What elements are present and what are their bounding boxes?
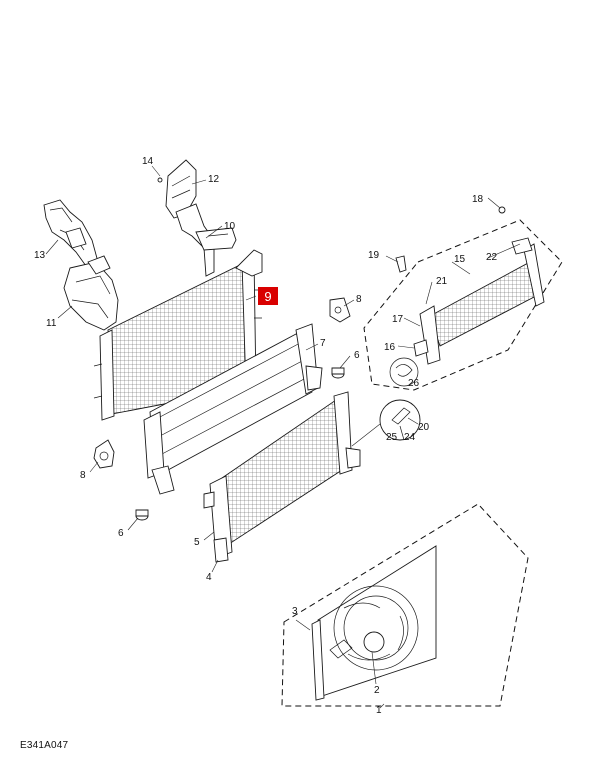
- bracket-mount-8-left: [93, 439, 115, 469]
- hose-connector-detail: [351, 399, 421, 447]
- callout-24: 24: [404, 432, 416, 443]
- callout-18: 18: [472, 194, 484, 205]
- callout-14: 14: [142, 156, 154, 167]
- callout-12: 12: [208, 174, 220, 185]
- callout-6-left: 6: [118, 528, 124, 539]
- callout-2: 2: [374, 685, 380, 696]
- callout-22: 22: [486, 252, 498, 263]
- callout-10: 10: [224, 221, 236, 232]
- callout-7: 7: [320, 338, 326, 349]
- bracket-mount-8-right: [329, 297, 351, 323]
- callout-21: 21: [436, 276, 448, 287]
- highlight-box: [258, 287, 278, 305]
- charge-air-cooler: [143, 323, 323, 495]
- rubber-mount-6-right: [331, 367, 345, 379]
- callout-8-left: 8: [80, 470, 86, 481]
- callout-3: 3: [292, 606, 298, 617]
- callout-5: 5: [194, 537, 200, 548]
- callout-20: 20: [418, 422, 430, 433]
- fan-shroud-group: [281, 503, 529, 707]
- radiator: [203, 391, 361, 563]
- callout-4: 4: [206, 572, 212, 583]
- callout-17: 17: [392, 314, 404, 325]
- callout-26: 26: [408, 378, 420, 389]
- air-deflector-upper-left: [43, 199, 99, 267]
- oil-cooler-detail-group: [363, 206, 563, 391]
- callout-25: 25: [386, 432, 398, 443]
- highlight-label: 9: [264, 289, 271, 304]
- highlighted-callout-9[interactable]: 9: [258, 287, 278, 305]
- callout-15: 15: [454, 254, 466, 265]
- callout-11: 11: [46, 318, 57, 329]
- callout-19: 19: [368, 250, 380, 261]
- rubber-mount-6-left: [135, 509, 149, 521]
- callout-8-right: 8: [356, 294, 362, 305]
- air-deflector-lower-left: [63, 255, 119, 331]
- upper-bracket-assembly: [157, 159, 237, 277]
- condenser: [93, 249, 263, 421]
- figure-reference-code: E341A047: [20, 740, 69, 751]
- callout-1: 1: [376, 705, 382, 716]
- callout-13: 13: [34, 250, 46, 261]
- callout-6-right: 6: [354, 350, 360, 361]
- callout-labels: 14 12 10 13 11 7 8 6 8 6 5 4 3 2 1 18 19…: [34, 156, 498, 716]
- callout-16: 16: [384, 342, 396, 353]
- leader-lines: [45, 165, 521, 709]
